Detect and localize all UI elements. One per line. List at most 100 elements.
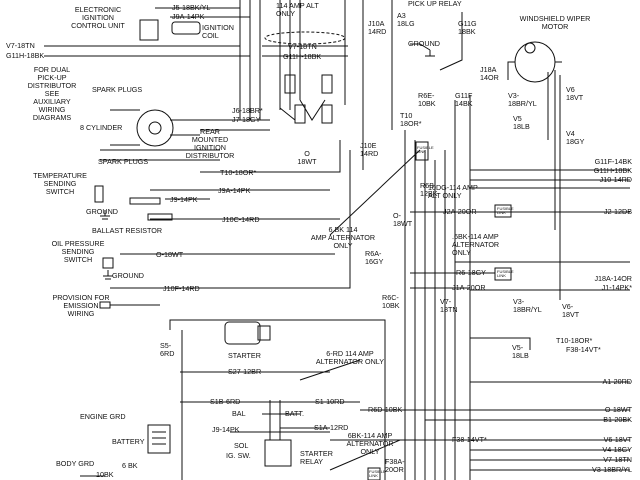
alt-6bk-r-label: .6BK-114 AMP ALTERNATOR ONLY [452,232,500,257]
body-grd-label: BODY GRD [56,459,95,468]
wire-harness-1 [239,0,261,120]
wire-v7-c-label: V7- 18TN [440,297,458,314]
fusible-link-1 [415,141,429,161]
right-v7: V7-18TN [603,455,632,464]
wire-a-loop [169,319,386,480]
pickup-relay-label: PICK UP RELAY [408,0,462,8]
engine-grd-label: ENGINE GRD [80,412,126,421]
wire-s27-label: S27-12BR [228,367,262,376]
wire-o-18wt-top-label: O 18WT [297,149,317,166]
wire-t10-lower [470,337,531,350]
wire-j1a-label: J1A-20OR [452,283,486,292]
alt-dashed-ring [264,31,346,45]
battery-cells [152,431,166,445]
wire-g11h-mid-label: G11H-18BK [283,52,322,61]
wire-t10-mid-label: T10-18OR* [220,168,257,177]
right-g11f: G11F-14BK [594,157,632,166]
wire-j5-label: J5-18BK/YL [172,3,211,12]
battery-body [147,424,171,454]
wire-harness-2 [279,0,346,110]
ground-symbol-1 [100,210,110,220]
ballast-body [129,197,161,205]
distributor-hub [148,121,162,135]
fusible-link-3-label: FUSIBLE LINK [497,269,514,278]
wiper-motor-bracket [507,61,562,80]
wire-j6-label: J6-18BR* [232,106,263,115]
wire-f38a-label: F38A- 20OR [385,457,405,474]
wire-v7-left-label: V7-18TN [6,41,35,50]
wire-diag-6bk [329,149,421,236]
alt-114-top-label: 114 AMP ALT ONLY [276,1,319,18]
fusible-link-2 [494,204,512,218]
cyl8-label: 8 CYLINDER [80,123,123,132]
spark-plugs-top-label: SPARK PLUGS [92,85,143,94]
wire-t10-top-label: T10 18OR* [400,111,422,128]
eicu-label: ELECTRONIC IGNITION CONTROL UNIT [71,5,125,30]
wire-j9a-mid-label: J9A-14PK [218,186,251,195]
coil-body [171,21,201,35]
emission-plug [99,301,111,309]
wire-diag-6bk-b [329,439,401,471]
wire-s1a-label: S1A-12RD [314,423,349,432]
wire-v6-mid-label: V6- 18VT [562,302,580,319]
fusible-link-4-label: FUSIBLE LINK [369,469,386,478]
starter-relay-label: STARTER RELAY [300,449,333,466]
wire-v7-mid-label: V7-18TN [288,42,317,51]
ballast-label: BALLAST RESISTOR [92,226,163,235]
wiper-wires [547,70,561,300]
wire-g11f-label: G11F 14BK [455,91,473,108]
starter-body [224,321,261,345]
wire-f38-lower-label: F38-14VT* [566,345,601,354]
wire-v7-mid [262,45,348,57]
wire-o-18wt-oil-label: O-18WT [156,250,184,259]
wire-t10-lower-label: T10-18OR* [556,336,593,345]
wire-j7-label: J7-18GY [232,115,261,124]
ballast-body-2 [147,213,173,221]
connector-mid-b [321,104,333,124]
rear-dist-label: REAR MOUNTED IGNITION DISTRIBUTOR [185,127,235,160]
wire-v5-lower-label: V5- 18LB [512,343,529,360]
right-o-18wt: O-18WT [604,405,632,414]
ground-top-label: GROUND [408,39,440,48]
relay-terminals [262,400,300,440]
right-b1: B1-20BK [603,415,632,424]
bal-label: BAL [232,409,246,418]
wire-v3-top-label: V3- 18BR/YL [508,91,537,108]
dual-pickup-label: FOR DUAL PICK-UP DISTRIBUTOR SEE AUXILIA… [27,65,77,122]
wire-j9a-top-label: J9A-14PK [172,12,205,21]
wire-t10-mid [200,140,341,173]
eicu-box [139,19,159,41]
relay-body [264,439,292,467]
right-j10: J10-14RD [599,175,632,184]
distributor-leads [110,109,200,146]
connector-top-a [284,74,296,94]
wire-r6b-label: R6B 12BK [420,181,438,198]
alt-10dg-label: 10DG-114 AMP ALT ONLY [428,183,478,200]
temp-switch-body [94,185,104,203]
ground-1-label: GROUND [86,207,118,216]
wire-o-18wt-mid-label: O- 18WT [393,211,413,228]
wire-f38-bot-label: F38-14VT* [452,435,487,444]
fusible-link-4 [367,467,381,480]
right-a1: A1-20RD [602,377,632,386]
ground-symbol-3 [425,50,435,57]
wire-j10a-label: J10A 14RD [368,19,387,36]
battery-label: BATTERY [112,437,145,446]
wire-r6-18gy-label: R6-18GY [456,268,486,277]
ign-coil-label: IGNITION COIL [202,23,234,40]
starter-label: STARTER [228,351,261,360]
spark-plugs-bot-label: SPARK PLUGS [98,157,149,166]
alt-6rd-label: 6-RD 114 AMP ALTERNATOR ONLY [315,349,385,366]
wire-r6d-label: R6D-10BK [368,405,403,414]
right-v4: V4-18GY [602,445,632,454]
right-j1: J1-14PK* [601,283,632,292]
wire-s5-label: S5- 6RD [160,341,175,358]
wire-j2a-label: J2A-20OR [443,207,477,216]
distributor-cap [136,109,174,147]
wire-j18a-label: J18A 14OR [480,65,499,82]
ground-symbol-2 [103,270,113,280]
body-10bk-label: 10BK [96,470,114,479]
wire-diag-6rd [299,359,361,381]
